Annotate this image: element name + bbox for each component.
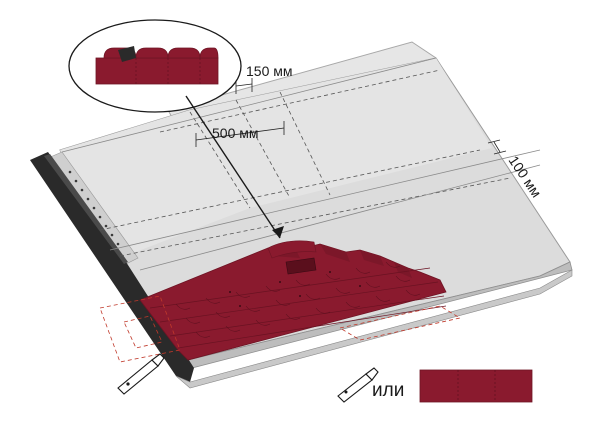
callout-shingle-strip (95, 46, 219, 85)
utility-knife-icon (337, 367, 379, 403)
zoom-callout (68, 19, 284, 239)
nail-row (68, 170, 120, 246)
dimension-500: 500 мм (195, 121, 285, 147)
utility-knife-icon (117, 353, 165, 395)
drip-edge (30, 152, 573, 389)
or-label: или (372, 380, 404, 401)
dimension-label-500: 500 мм (212, 125, 259, 141)
dimension-150: 150 мм (235, 63, 293, 94)
cut-outline-dashed (99, 295, 462, 363)
chalk-guide-lines (99, 69, 511, 257)
legend-shingle-strip (419, 369, 533, 403)
shingle-courses (139, 243, 447, 361)
lifted-shingle-tab (267, 240, 317, 275)
dimension-label-150: 150 мм (246, 63, 293, 79)
legend: или (337, 367, 533, 403)
overlap-lines (61, 57, 541, 271)
